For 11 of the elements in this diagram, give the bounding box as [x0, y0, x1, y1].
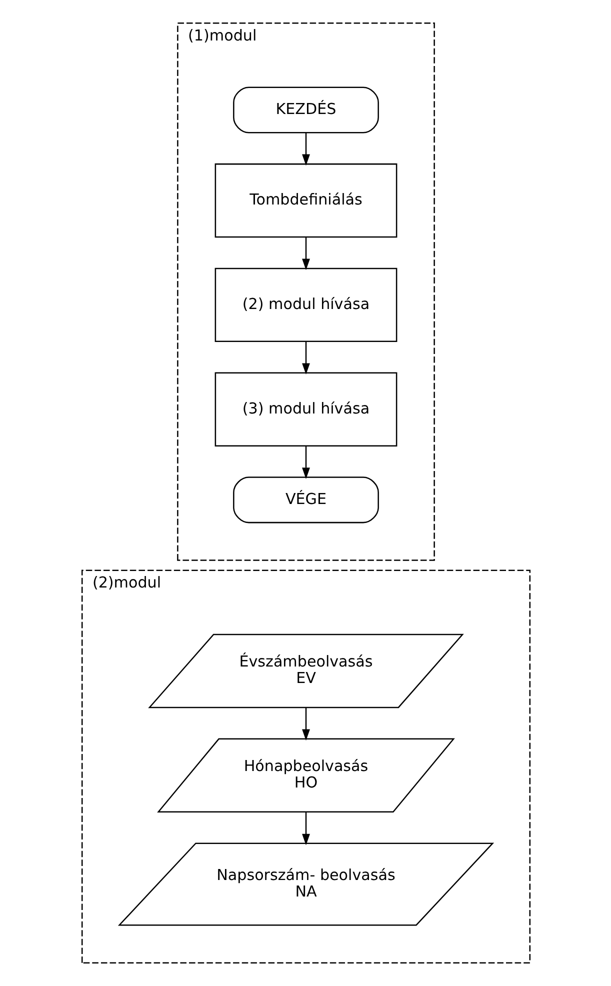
arrow	[302, 237, 310, 270]
arrow	[302, 342, 310, 375]
node-box: (2) modul hívása	[214, 268, 397, 342]
node-box: Tombdefiniálás	[214, 163, 397, 238]
arrow	[302, 708, 310, 741]
arrow	[302, 446, 310, 479]
node-box: (3) modul hívása	[214, 372, 397, 446]
arrow	[302, 812, 310, 846]
node-box: VÉGE	[232, 476, 378, 524]
node-box: KEZDÉS	[232, 86, 378, 134]
arrow	[302, 133, 310, 166]
